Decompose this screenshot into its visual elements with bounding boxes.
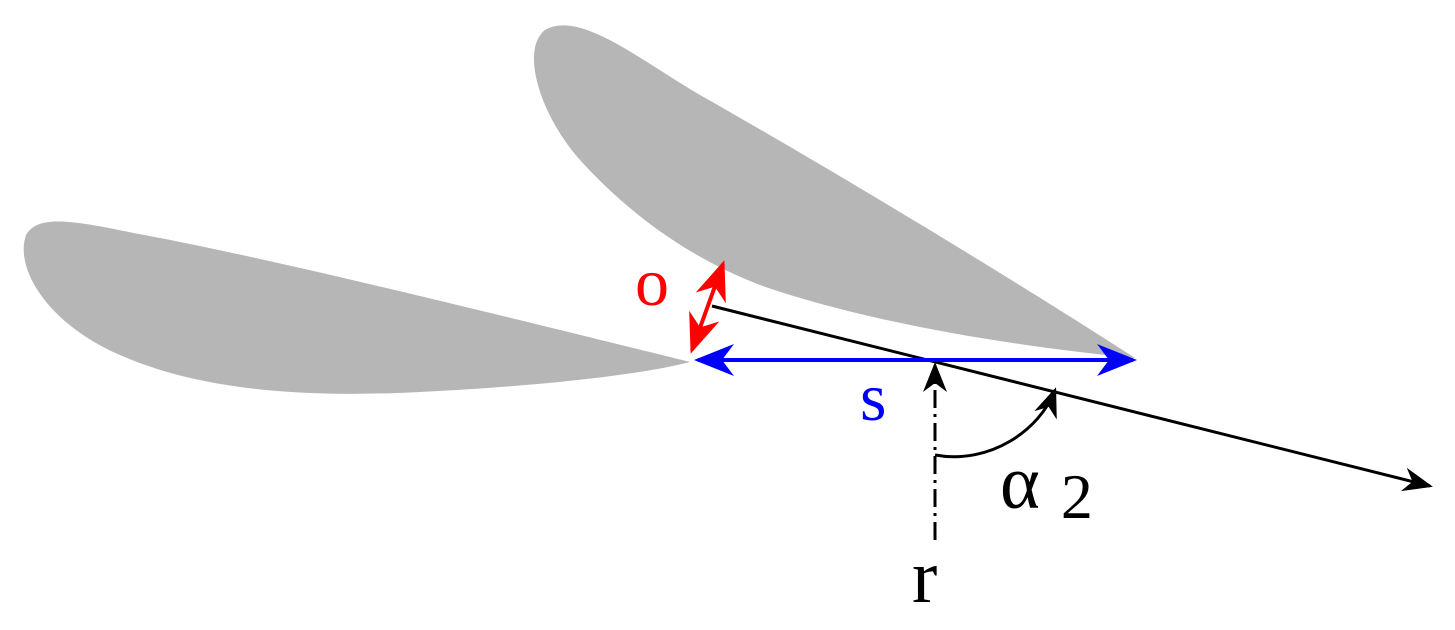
overlap-label: o — [635, 244, 669, 320]
angle-arc — [934, 387, 1057, 459]
reference-label: r — [912, 535, 937, 619]
angle-subscript: 2 — [1061, 461, 1093, 532]
flow-direction-line — [711, 304, 1433, 492]
stagger-label: s — [860, 359, 886, 435]
angle-label: α 2 — [1000, 441, 1093, 532]
angle-symbol: α — [1000, 441, 1040, 525]
overlap-arrow — [689, 260, 726, 354]
lower-airfoil-blade — [23, 221, 691, 394]
upper-airfoil-blade — [533, 25, 1135, 358]
